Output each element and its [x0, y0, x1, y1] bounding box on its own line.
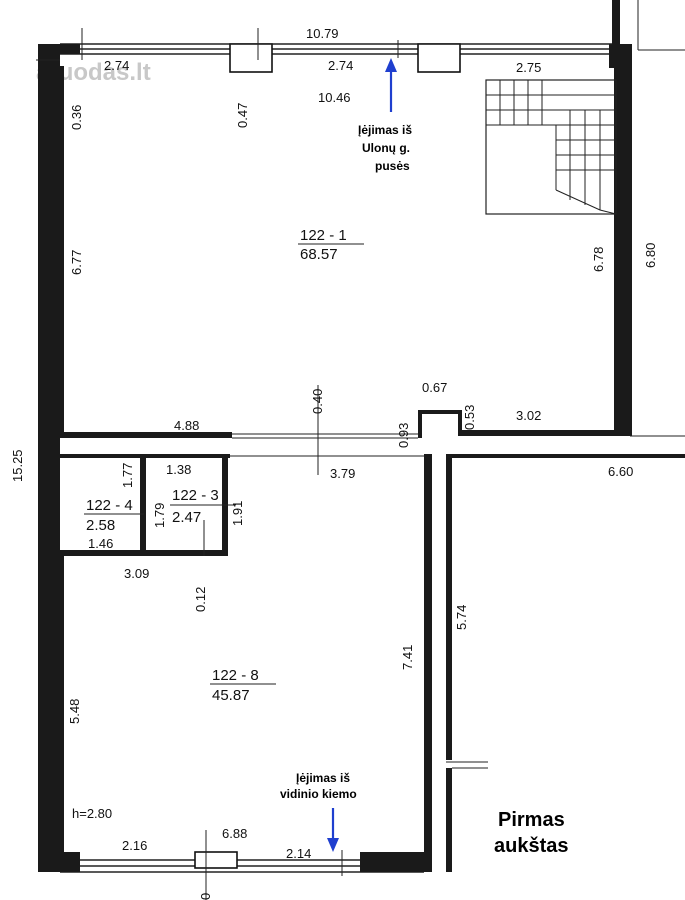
- left-outer-wall: [38, 44, 60, 872]
- dim-548: 5.48: [67, 699, 82, 724]
- arrow-down-icon: [327, 838, 339, 852]
- floor-label: Pirmas aukštas: [494, 809, 569, 857]
- dim-309: 3.09: [124, 566, 149, 581]
- entrance-top: Įėjimas iš Ulonų g. pusės: [358, 58, 412, 173]
- dim-302: 3.02: [516, 408, 541, 423]
- dim-corr-040: 0.40: [310, 389, 325, 414]
- dim-488: 4.88: [174, 418, 199, 433]
- room-1-number: 122 - 1: [300, 227, 347, 244]
- floor-label-line2: aukštas: [494, 835, 569, 857]
- dim-inner-width: 10.46: [318, 90, 351, 105]
- room-8-number: 122 - 8: [212, 667, 259, 684]
- room-1-area: 68.57: [300, 246, 338, 263]
- ceiling-height: h=2.80: [72, 806, 112, 821]
- dimension-labels: 10.79 2.74 2.74 2.75 10.46 0.36 0.47 6.7…: [10, 26, 658, 900]
- arrow-up-icon: [385, 58, 397, 72]
- dim-bottom-0: 0: [198, 893, 213, 900]
- dim-379: 3.79: [330, 466, 355, 481]
- dim-138: 1.38: [166, 462, 191, 477]
- entrance-bottom-line2: vidinio kiemo: [280, 787, 357, 801]
- dim-574: 5.74: [454, 605, 469, 630]
- dim-lintel-047: 0.47: [235, 103, 250, 128]
- entrance-top-line1: Įėjimas iš: [358, 123, 412, 137]
- dim-146: 1.46: [88, 536, 113, 551]
- room-3-area: 2.47: [172, 509, 201, 526]
- dim-093: 0.93: [396, 423, 411, 448]
- dim-top-left-window: 2.74: [104, 58, 129, 73]
- dim-top-mid-window: 2.74: [328, 58, 353, 73]
- dim-053: 0.53: [462, 405, 477, 430]
- floor-label-line1: Pirmas: [498, 809, 565, 831]
- dim-177: 1.77: [120, 463, 135, 488]
- entrance-top-line3: pusės: [375, 159, 410, 173]
- dim-179: 1.79: [152, 503, 167, 528]
- dim-top-total: 10.79: [306, 26, 339, 41]
- dim-214: 2.14: [286, 846, 311, 861]
- dim-right-678: 6.78: [591, 247, 606, 272]
- dim-067: 0.67: [422, 380, 447, 395]
- entrance-bottom-line1: Įėjimas iš: [296, 771, 350, 785]
- dim-total-1525: 15.25: [10, 449, 25, 482]
- dim-741: 7.41: [400, 645, 415, 670]
- dim-outer-680: 6.80: [643, 243, 658, 268]
- dim-top-right-window: 2.75: [516, 60, 541, 75]
- room-4-area: 2.58: [86, 517, 115, 534]
- dim-wall-036: 0.36: [69, 105, 84, 130]
- dim-left-677: 6.77: [69, 250, 84, 275]
- room-3-number: 122 - 3: [172, 487, 219, 504]
- dim-660: 6.60: [608, 464, 633, 479]
- dim-191: 1.91: [230, 501, 245, 526]
- dimension-lines: [36, 28, 612, 900]
- room-4-number: 122 - 4: [86, 497, 133, 514]
- entrance-top-line2: Ulonų g.: [362, 141, 410, 155]
- dim-688: 6.88: [222, 826, 247, 841]
- staircase: [485, 79, 617, 215]
- room-8-area: 45.87: [212, 687, 250, 704]
- room-labels: 122 - 1 68.57 122 - 4 2.58 122 - 3 2.47 …: [72, 227, 364, 821]
- dim-216: 2.16: [122, 838, 147, 853]
- dim-012: 0.12: [193, 587, 208, 612]
- entrance-bottom: Įėjimas iš vidinio kiemo: [280, 771, 357, 852]
